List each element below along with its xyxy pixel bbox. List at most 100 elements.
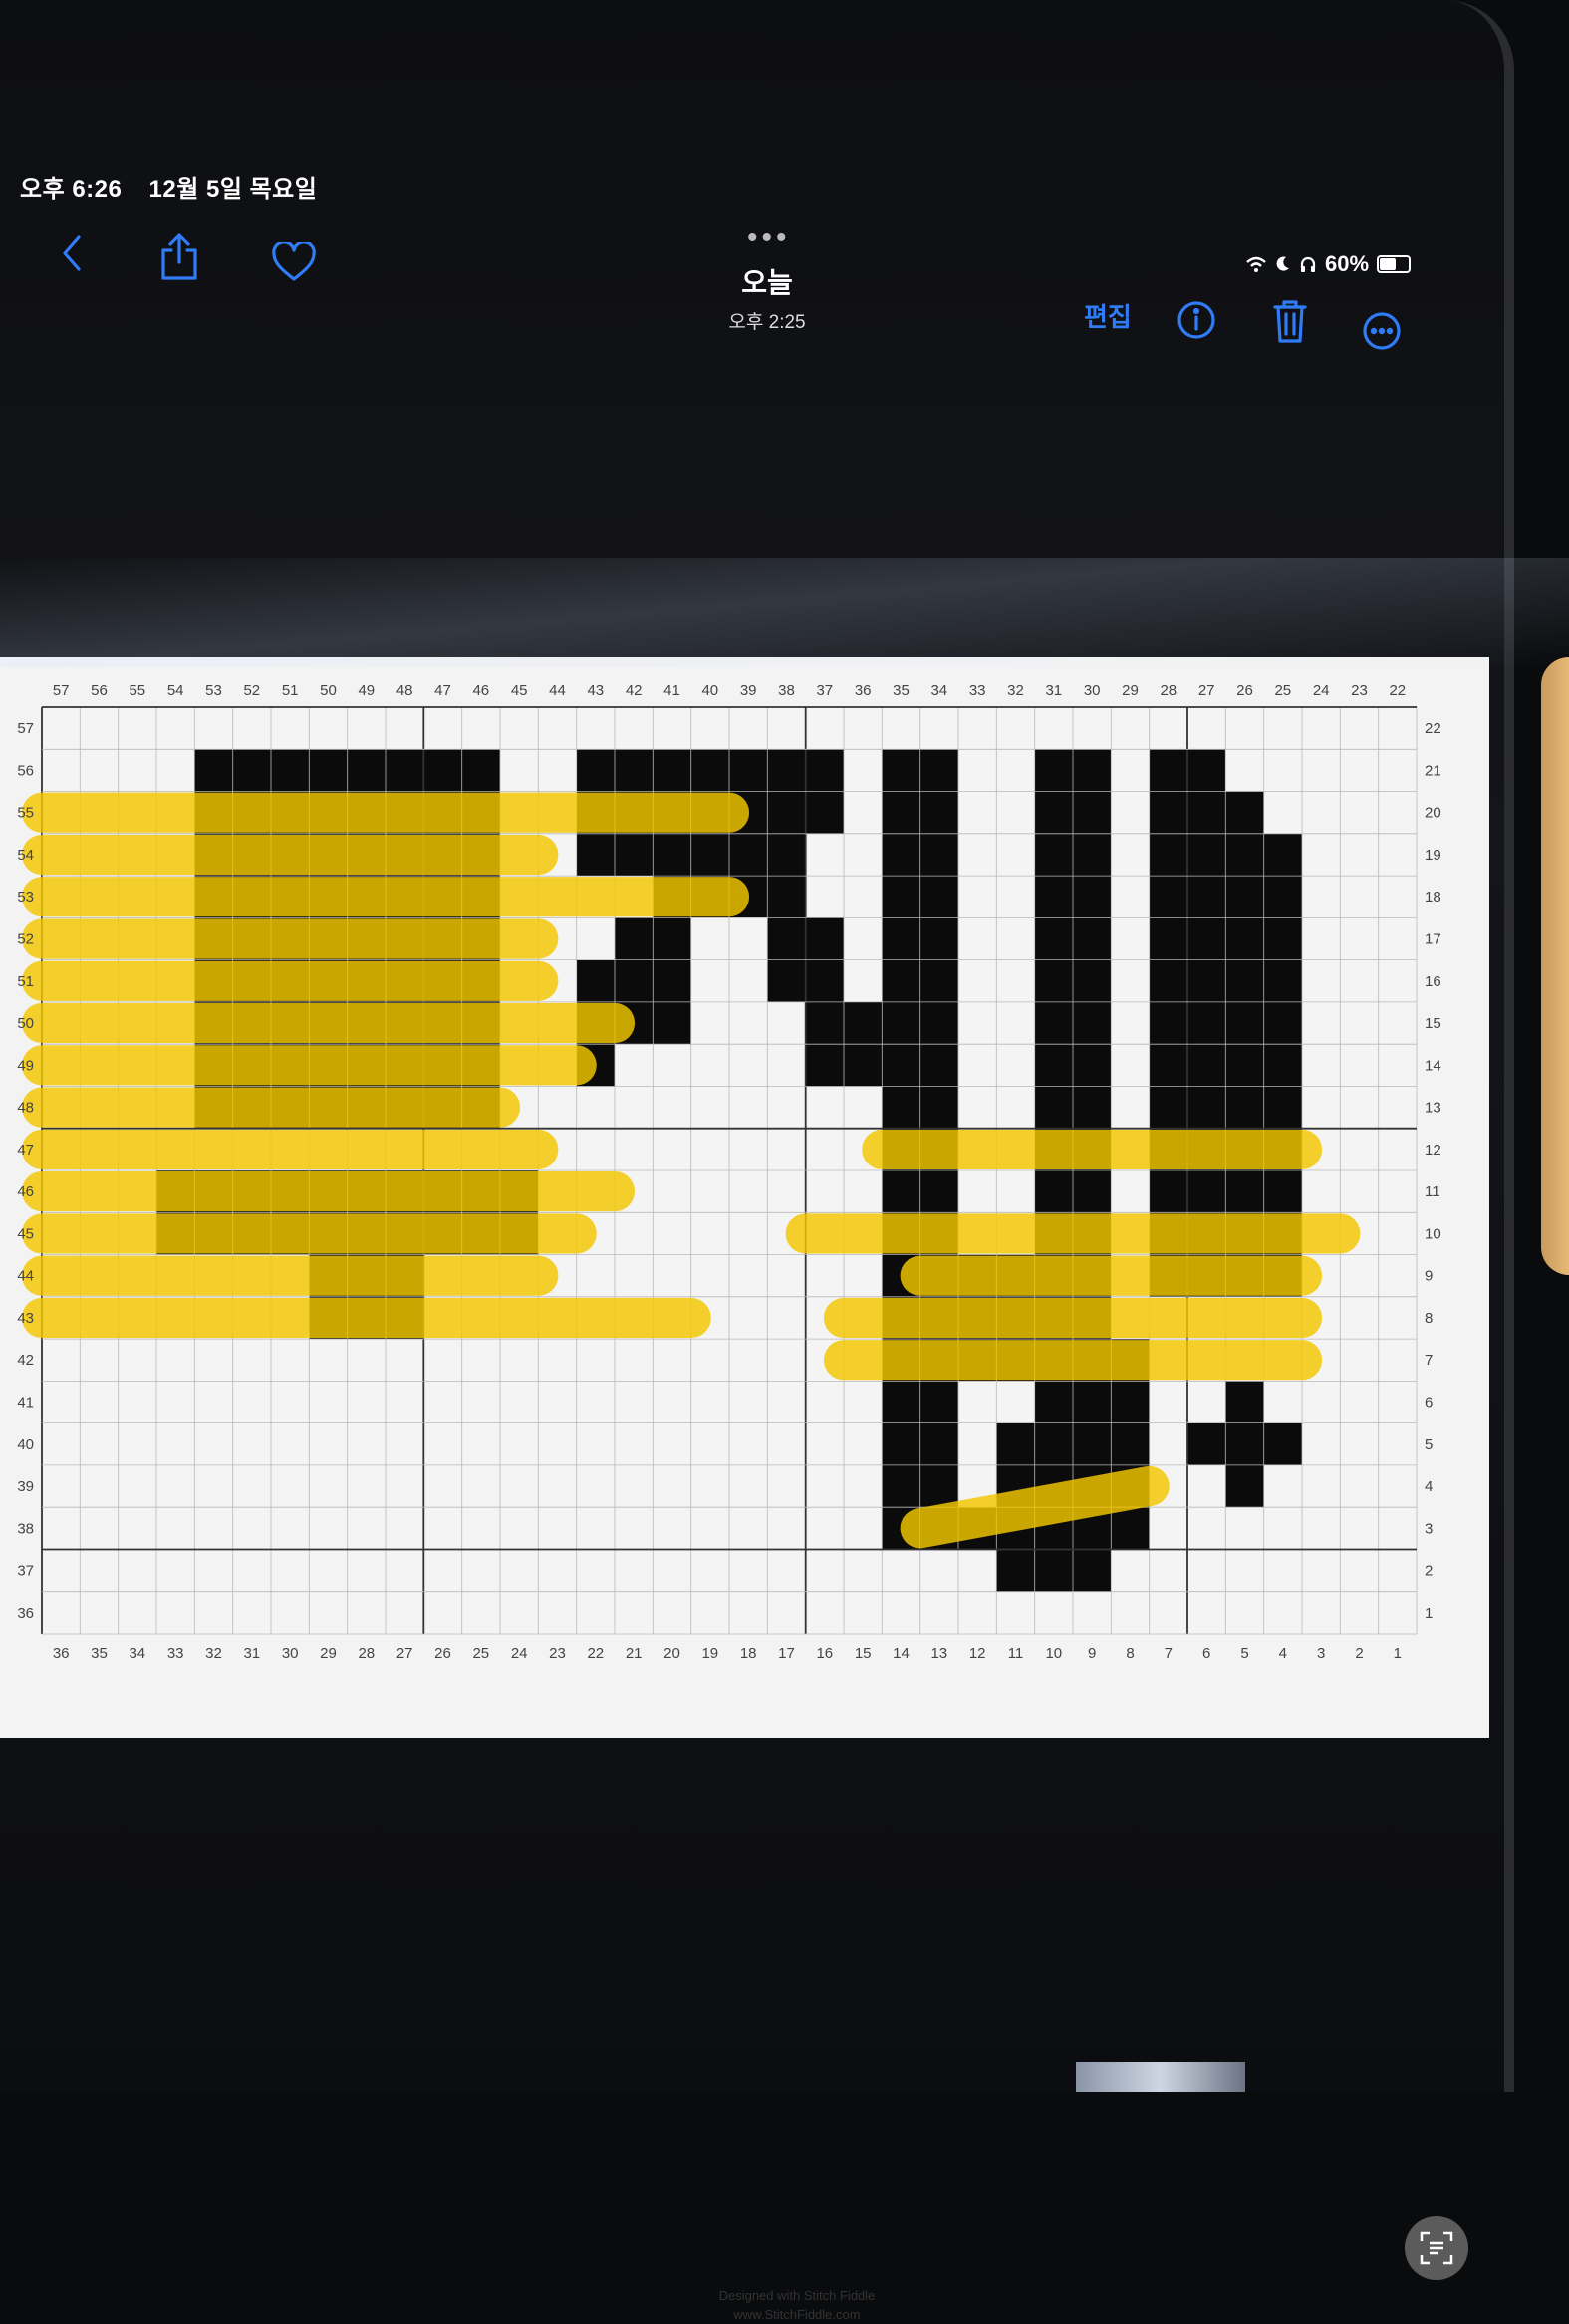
chart-column-label-top: 55 bbox=[129, 682, 145, 699]
chart-row-label-right: 9 bbox=[1425, 1268, 1433, 1285]
chart-column-label-top: 31 bbox=[1045, 682, 1062, 699]
chart-row-label-left: 49 bbox=[17, 1057, 34, 1074]
chart-cell-filled bbox=[805, 917, 844, 960]
chart-column-label-top: 24 bbox=[1313, 682, 1330, 699]
chart-row-label-left: 57 bbox=[17, 720, 34, 737]
chart-cell-filled bbox=[461, 749, 500, 792]
chart-row-label-left: 41 bbox=[17, 1395, 34, 1412]
chart-column-label-bottom: 18 bbox=[740, 1645, 757, 1662]
chart-column-label-top: 48 bbox=[396, 682, 413, 699]
chart-row-label-right: 5 bbox=[1425, 1436, 1433, 1453]
chart-cell-filled bbox=[271, 749, 310, 792]
chart-column-label-top: 51 bbox=[282, 682, 299, 699]
chart-column-label-bottom: 13 bbox=[930, 1645, 947, 1662]
chart-cell-filled bbox=[1073, 1001, 1112, 1045]
chart-column-label-top: 25 bbox=[1274, 682, 1291, 699]
more-button[interactable] bbox=[1360, 309, 1404, 353]
chart-column-label-bottom: 34 bbox=[129, 1645, 145, 1662]
chart-row-label-right: 18 bbox=[1425, 889, 1441, 905]
headphones-icon bbox=[1300, 256, 1316, 272]
chart-row-label-right: 17 bbox=[1425, 931, 1441, 948]
chart-column-label-bottom: 1 bbox=[1394, 1645, 1402, 1662]
credit-line-2: www.StitchFiddle.com bbox=[733, 2307, 861, 2322]
photo-time: 오후 2:25 bbox=[728, 312, 806, 333]
chart-cell-filled bbox=[1263, 1086, 1302, 1129]
chart-cell-filled bbox=[805, 1001, 844, 1045]
chart-cell-filled bbox=[1149, 833, 1187, 877]
back-chevron-icon bbox=[63, 235, 81, 271]
chart-row-label-left: 55 bbox=[17, 805, 34, 822]
chart-column-label-bottom: 32 bbox=[205, 1645, 222, 1662]
chart-column-label-bottom: 15 bbox=[855, 1645, 872, 1662]
chart-cell-filled bbox=[386, 749, 424, 792]
thumbnail-strip[interactable] bbox=[1076, 2062, 1245, 2092]
chart-row-label-right: 20 bbox=[1425, 805, 1441, 822]
chart-column-label-top: 41 bbox=[663, 682, 680, 699]
chart-cell-filled bbox=[615, 917, 654, 960]
live-text-button[interactable] bbox=[1405, 2216, 1468, 2280]
chart-column-label-top: 38 bbox=[778, 682, 795, 699]
live-text-icon bbox=[1420, 2231, 1453, 2265]
chart-cell-filled bbox=[309, 749, 348, 792]
chart-cell-filled bbox=[1073, 1044, 1112, 1087]
chart-cell-filled bbox=[882, 791, 920, 834]
chart-column-label-top: 42 bbox=[626, 682, 643, 699]
chart-cell-filled bbox=[1187, 833, 1226, 877]
chart-cell-filled bbox=[1187, 1044, 1226, 1087]
chart-cell-filled bbox=[690, 749, 729, 792]
chart-column-label-bottom: 8 bbox=[1126, 1645, 1134, 1662]
chart-cell-filled bbox=[1225, 1422, 1264, 1465]
chart-cell-filled bbox=[615, 749, 654, 792]
share-button[interactable] bbox=[154, 231, 204, 283]
chart-column-label-top: 32 bbox=[1007, 682, 1024, 699]
chart-column-label-top: 46 bbox=[472, 682, 489, 699]
chart-column-label-bottom: 4 bbox=[1279, 1645, 1287, 1662]
chart-column-label-bottom: 30 bbox=[282, 1645, 299, 1662]
chart-cell-filled bbox=[882, 749, 920, 792]
chart-cell-filled bbox=[1187, 1170, 1226, 1213]
chart-cell-filled bbox=[1187, 749, 1226, 792]
chart-column-label-bottom: 10 bbox=[1045, 1645, 1062, 1662]
chart-cell-filled bbox=[1263, 1170, 1302, 1213]
chart-cell-filled bbox=[919, 1170, 958, 1213]
chart-row-label-left: 56 bbox=[17, 762, 34, 779]
chart-column-label-top: 49 bbox=[358, 682, 375, 699]
chart-row-label-right: 8 bbox=[1425, 1310, 1433, 1327]
favorite-button[interactable] bbox=[269, 239, 319, 285]
chart-column-label-bottom: 26 bbox=[434, 1645, 451, 1662]
back-button[interactable] bbox=[52, 231, 92, 275]
chart-column-label-bottom: 21 bbox=[626, 1645, 643, 1662]
chart-cell-filled bbox=[805, 749, 844, 792]
chart-cell-filled bbox=[882, 1170, 920, 1213]
chart-column-label-top: 54 bbox=[167, 682, 184, 699]
chart-cell-filled bbox=[1187, 959, 1226, 1002]
chart-column-label-bottom: 2 bbox=[1355, 1645, 1363, 1662]
chart-cell-filled bbox=[996, 1422, 1035, 1465]
chart-cell-filled bbox=[844, 1001, 883, 1045]
chart-column-label-top: 22 bbox=[1389, 682, 1406, 699]
chart-column-label-top: 56 bbox=[91, 682, 108, 699]
chart-cell-filled bbox=[423, 749, 462, 792]
chart-column-label-top: 50 bbox=[320, 682, 337, 699]
chart-cell-filled bbox=[1073, 749, 1112, 792]
chart-cell-filled bbox=[653, 833, 691, 877]
chart-row-label-right: 22 bbox=[1425, 720, 1441, 737]
chart-column-label-top: 53 bbox=[205, 682, 222, 699]
status-date: 12월 5일 목요일 bbox=[148, 176, 318, 203]
multitask-dots[interactable]: ••• bbox=[747, 221, 791, 254]
info-button[interactable] bbox=[1174, 297, 1219, 343]
chart-cell-filled bbox=[1149, 917, 1187, 960]
heart-icon bbox=[272, 242, 316, 281]
chart-cell-filled bbox=[767, 959, 806, 1002]
chart-cell-filled bbox=[1073, 876, 1112, 918]
delete-button[interactable] bbox=[1267, 295, 1313, 347]
chart-column-label-top: 36 bbox=[855, 682, 872, 699]
chart-row-label-right: 3 bbox=[1425, 1520, 1433, 1537]
chart-cell-filled bbox=[232, 749, 271, 792]
chart-cell-filled bbox=[1263, 1422, 1302, 1465]
chart-column-label-top: 39 bbox=[740, 682, 757, 699]
chart-row-label-left: 36 bbox=[17, 1605, 34, 1622]
edit-button[interactable]: 편집 bbox=[1084, 302, 1132, 332]
